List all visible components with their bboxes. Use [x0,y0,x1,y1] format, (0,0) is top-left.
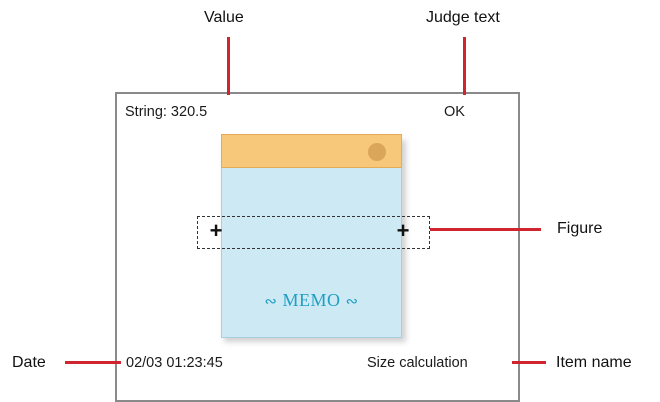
figure-right-cross-icon: + [396,218,410,243]
callout-figure: Figure [557,220,603,237]
memo-pin-icon [368,143,386,161]
callout-judge-text: Judge text [426,9,500,26]
figure-left-cross-icon: + [209,218,223,243]
date-text: 02/03 01:23:45 [126,355,223,371]
leader-line-judge-text [463,37,466,95]
item-name-text: Size calculation [367,355,468,371]
string-value-text: String: 320.5 [125,104,208,120]
leader-line-item-name [512,361,546,364]
leader-line-figure [430,228,541,231]
callout-date: Date [12,354,46,371]
figure-region-box [197,216,430,249]
memo-right-ornament-icon: ∾ [345,294,359,310]
memo-label: ∾ MEMO ∾ [221,290,402,311]
leader-line-value [227,37,230,95]
judge-result-text: OK [444,104,465,120]
memo-left-ornament-icon: ∾ [264,294,278,310]
callout-item-name: Item name [556,354,632,371]
memo-text: MEMO [282,290,341,310]
memo-note-body [221,166,402,338]
callout-value: Value [204,9,244,26]
leader-line-date [65,361,121,364]
